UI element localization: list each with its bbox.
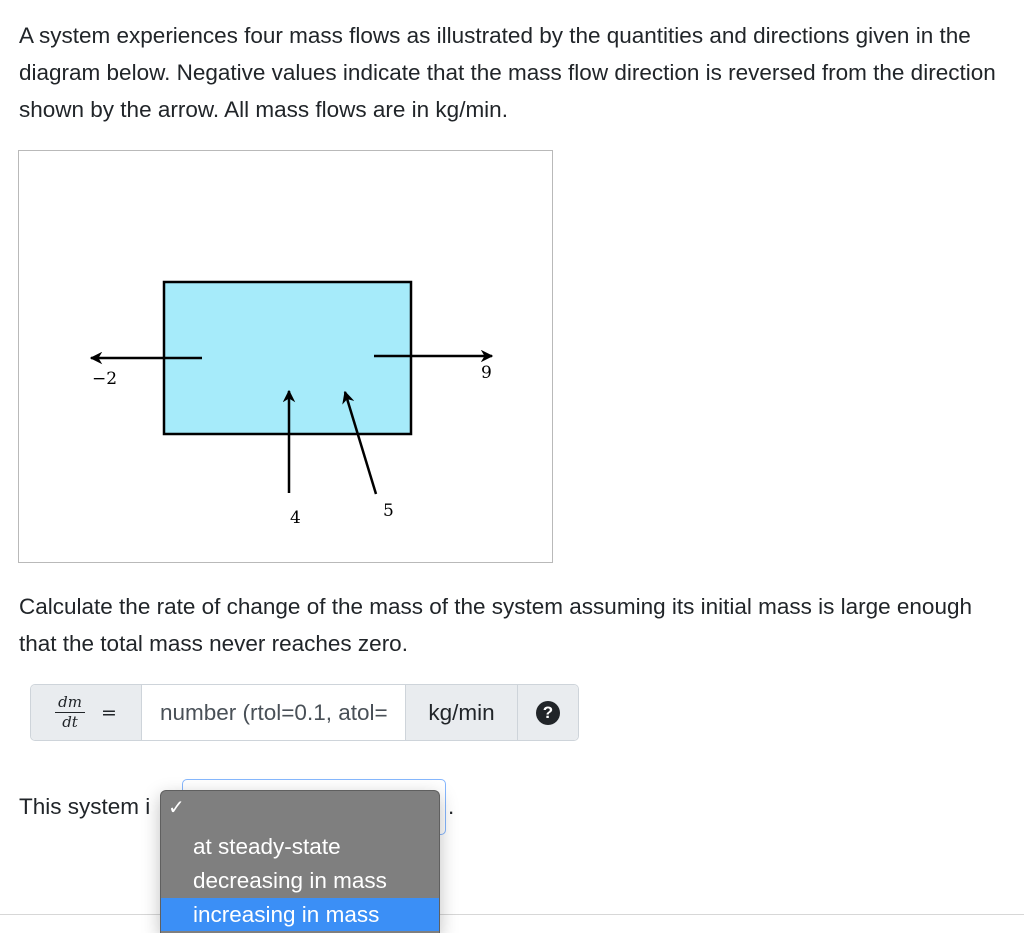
- fraction-denominator: dt: [62, 713, 78, 731]
- system-state-dropdown-menu: ✓ at steady-state decreasing in mass inc…: [160, 790, 440, 933]
- units-label: kg/min: [405, 685, 518, 740]
- mass-flow-diagram: −2 9 4 5: [18, 150, 553, 563]
- fraction-bar: [55, 712, 86, 713]
- problem-question: Calculate the rate of change of the mass…: [19, 594, 972, 656]
- mass-rate-input[interactable]: [142, 685, 405, 740]
- flow-label-right: 9: [481, 363, 492, 383]
- equals-sign: =: [101, 701, 117, 724]
- question-circle-icon[interactable]: ?: [536, 700, 560, 725]
- problem-intro: A system experiences four mass flows as …: [19, 23, 996, 122]
- option-increasing-in-mass[interactable]: increasing in mass: [161, 898, 439, 931]
- answer-input-group: dm dt = kg/min ?: [30, 684, 579, 741]
- dm-dt-fraction: dm dt: [55, 693, 86, 731]
- flow-arrow-bottom-diagonal: [342, 390, 378, 495]
- bottom-divider: [0, 914, 1024, 915]
- option-steady-state[interactable]: at steady-state: [193, 834, 341, 859]
- help-cell: ?: [518, 685, 578, 740]
- answer-prefix: dm dt =: [31, 685, 142, 740]
- system-box: [162, 280, 413, 436]
- option-decreasing-in-mass[interactable]: decreasing in mass: [193, 868, 387, 893]
- diagram-svg: −2 9 4 5: [89, 280, 494, 528]
- flow-label-bottom-diagonal: 5: [383, 501, 394, 521]
- fraction-numerator: dm: [58, 693, 82, 711]
- system-state-suffix: .: [448, 794, 455, 819]
- flow-label-left: −2: [92, 369, 117, 389]
- system-state-prefix: This system i: [19, 794, 151, 819]
- checkmark-icon: ✓: [168, 795, 185, 819]
- flow-label-bottom-vertical: 4: [290, 508, 301, 528]
